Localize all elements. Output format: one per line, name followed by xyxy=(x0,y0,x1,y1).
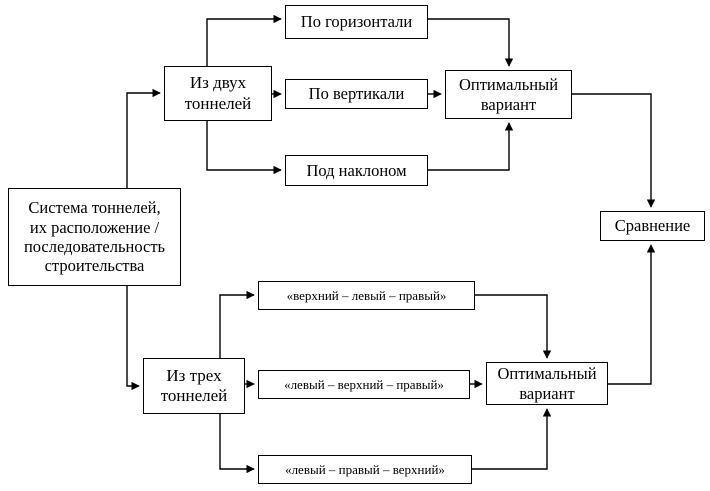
node-option-upper-left-right[interactable]: «верхний – левый – правый» xyxy=(258,281,475,310)
node-option-left-right-upper[interactable]: «левый – правый – верхний» xyxy=(258,455,472,484)
node-horizontal[interactable]: По горизонтали xyxy=(285,5,428,39)
edge-option1-to-optimal xyxy=(475,294,552,359)
node-vertical-label: По вертикали xyxy=(308,84,405,104)
edge-three-to-option1 xyxy=(219,290,255,358)
node-optimal-variant-top-label: Оптимальный вариант xyxy=(458,75,559,114)
node-option-left-right-upper-label: «левый – правый – верхний» xyxy=(285,461,445,477)
node-optimal-variant-top[interactable]: Оптимальный вариант xyxy=(445,70,572,119)
node-three-tunnels-label: Из трех тоннелей xyxy=(160,365,228,405)
edge-two-to-horizontal xyxy=(206,14,282,66)
node-inclined[interactable]: Под наклоном xyxy=(285,155,428,186)
edge-horizontal-to-optimal xyxy=(428,18,514,67)
node-option-left-upper-right-label: «левый – верхний – правый» xyxy=(284,376,444,392)
edge-three-to-option3 xyxy=(219,414,255,474)
node-two-tunnels-label: Из двух тоннелей xyxy=(184,73,252,113)
edge-inclined-to-optimal xyxy=(428,122,514,171)
edge-source-to-three xyxy=(126,286,140,391)
node-horizontal-label: По горизонтали xyxy=(300,12,413,32)
edge-option3-to-optimal xyxy=(472,408,552,470)
edge-optimal-bottom-to-comparison xyxy=(608,244,656,385)
node-source-system-label: Система тоннелей, их расположение / посл… xyxy=(23,198,166,276)
node-inclined-label: Под наклоном xyxy=(306,160,407,180)
node-two-tunnels[interactable]: Из двух тоннелей xyxy=(164,66,272,121)
node-comparison-label: Сравнение xyxy=(614,216,691,236)
node-optimal-variant-bottom[interactable]: Оптимальный вариант xyxy=(486,362,608,405)
edge-two-to-inclined xyxy=(206,121,282,175)
node-option-left-upper-right[interactable]: «левый – верхний – правый» xyxy=(258,370,470,399)
node-source-system[interactable]: Система тоннелей, их расположение / посл… xyxy=(8,188,181,286)
node-comparison[interactable]: Сравнение xyxy=(600,211,705,241)
node-optimal-variant-bottom-label: Оптимальный вариант xyxy=(497,364,597,403)
edge-source-to-two xyxy=(126,88,161,188)
node-three-tunnels[interactable]: Из трех тоннелей xyxy=(143,358,245,414)
node-option-upper-left-right-label: «верхний – левый – правый» xyxy=(286,287,447,303)
node-vertical[interactable]: По вертикали xyxy=(285,79,428,109)
edge-optimal-top-to-comparison xyxy=(572,93,656,208)
